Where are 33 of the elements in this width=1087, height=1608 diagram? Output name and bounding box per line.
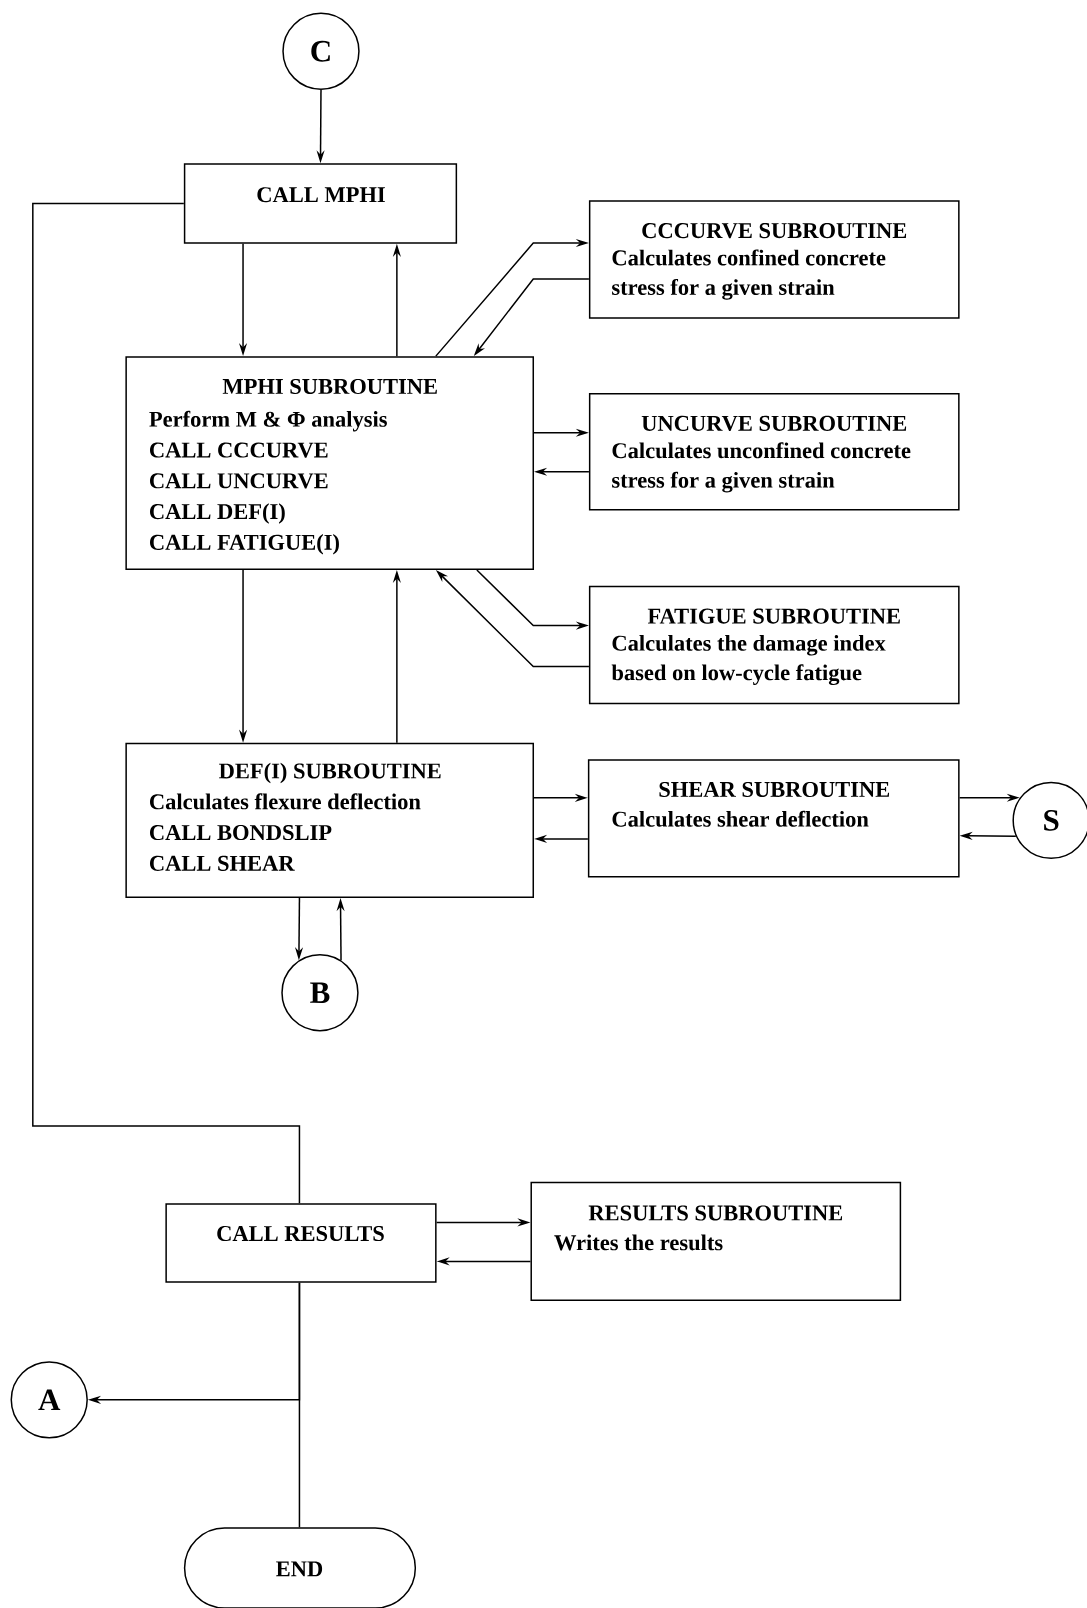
terminator	[183, 1527, 417, 1608]
body-text: Perform M & Φ analysis	[149, 410, 387, 432]
body-text: CALL UNCURVE	[150, 473, 328, 489]
heading-text: FATIGUE SUBROUTINE	[647, 608, 900, 624]
box-label: END	[276, 1561, 323, 1577]
box-label: CALL RESULTS	[217, 1226, 384, 1242]
body-text: Writes the results	[554, 1234, 723, 1251]
body-text: Calculates the damage index based on low-cycle fatigue	[611, 635, 886, 686]
body-text: CALL FATIGUE(I)	[150, 534, 339, 555]
process-box	[125, 356, 534, 570]
body-text: Calculates flexure deflection	[150, 793, 421, 810]
process-box	[530, 1181, 902, 1302]
body-text: Calculates unconfined concrete stress for a given strain	[612, 442, 911, 493]
body-text: CALL BONDSLIP	[150, 825, 332, 841]
process-box	[183, 163, 458, 244]
heading-text: CCCURVE SUBROUTINE	[642, 223, 907, 239]
body-text: CALL SHEAR	[150, 855, 295, 871]
box-label: CALL MPHI	[257, 187, 385, 203]
process-box	[587, 759, 960, 878]
heading-text: MPHI SUBROUTINE	[222, 378, 437, 394]
body-text: CALL DEF(I)	[150, 503, 285, 524]
process-box	[588, 585, 960, 705]
process-box	[588, 200, 960, 319]
body-text: Calculates shear deflection	[612, 810, 869, 827]
heading-text: UNCURVE SUBROUTINE	[641, 415, 907, 432]
heading-text: RESULTS SUBROUTINE	[588, 1205, 843, 1221]
heading-text: SHEAR SUBROUTINE	[659, 781, 890, 798]
heading-text: DEF(I) SUBROUTINE	[219, 762, 441, 784]
process-box	[588, 393, 960, 511]
process-box	[165, 1203, 437, 1283]
body-text: CALL CCCURVE	[150, 442, 328, 458]
process-box	[125, 742, 534, 899]
body-text: Calculates confined concrete stress for a given strain	[612, 249, 886, 300]
